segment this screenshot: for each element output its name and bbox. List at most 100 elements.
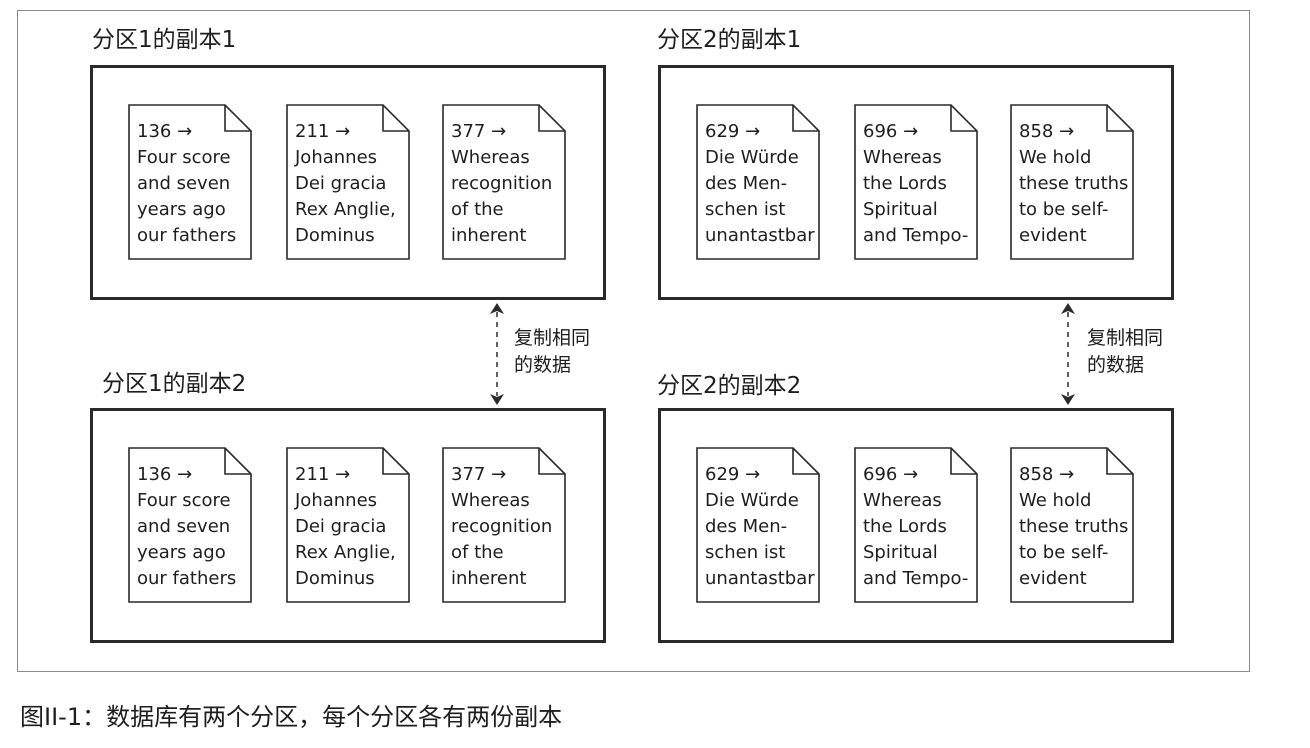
document-line: and Tempo- [863, 225, 969, 246]
replication-note-line: 的数据 [514, 354, 572, 376]
document-page-icon [442, 104, 566, 260]
document-line: of the [451, 542, 504, 563]
replication-note-line: 复制相同 [1087, 327, 1164, 349]
document-page-icon [1010, 447, 1134, 603]
document-key: 696 → [863, 121, 919, 142]
document-line: years ago [137, 199, 226, 220]
document-line: to be self- [1019, 199, 1109, 220]
document-line: Die Würde [705, 147, 799, 168]
document-key: 696 → [863, 464, 919, 485]
document-line: Dominus [295, 568, 375, 589]
document-line: the Lords [863, 516, 947, 537]
document-line: evident [1019, 225, 1087, 246]
document-line: and Tempo- [863, 568, 969, 589]
document-key: 211 → [295, 464, 351, 485]
figure-frame [17, 10, 1250, 672]
document-line: and seven [137, 173, 231, 194]
document-page-icon [1010, 104, 1134, 260]
document-line: these truths [1019, 173, 1129, 194]
document-line: evident [1019, 568, 1087, 589]
document-page-icon [696, 104, 820, 260]
document-page-icon [128, 104, 252, 260]
document-page-icon [854, 447, 978, 603]
replication-note-line: 的数据 [1087, 354, 1145, 376]
document-key: 211 → [295, 121, 351, 142]
document-line: schen ist [705, 199, 786, 220]
document-line: these truths [1019, 516, 1129, 537]
document-key: 629 → [705, 121, 761, 142]
document-line: Dominus [295, 225, 375, 246]
document-line: our fathers [137, 225, 237, 246]
document-line: schen ist [705, 542, 786, 563]
document-page-icon [286, 447, 410, 603]
replication-note: 复制相同的数据 [1087, 325, 1163, 379]
document-key: 377 → [451, 464, 507, 485]
replica-label: 分区2的副本1 [657, 27, 802, 53]
replica-label: 分区1的副本1 [92, 27, 237, 53]
document-line: our fathers [137, 568, 237, 589]
document-line: We hold [1019, 147, 1092, 168]
document-page-icon [854, 104, 978, 260]
document-line: inherent [451, 568, 527, 589]
document-line: recognition [451, 173, 553, 194]
document-line: Johannes [295, 147, 378, 168]
figure-caption: 图II-1：数据库有两个分区，每个分区各有两份副本 [20, 703, 563, 731]
document-key: 377 → [451, 121, 507, 142]
document-line: Rex Anglie, [295, 199, 396, 220]
replication-arrow-icon [490, 303, 504, 405]
document-text: 377 → Whereas recognition of the inherent [451, 119, 563, 249]
document: 377 → Whereas recognition of the inherent [442, 104, 567, 261]
document-line: Spiritual [863, 199, 938, 220]
document-key: 858 → [1019, 464, 1075, 485]
document-line: the Lords [863, 173, 947, 194]
document-page-icon [442, 447, 566, 603]
document-line: and seven [137, 516, 231, 537]
document-line: Rex Anglie, [295, 542, 396, 563]
replication-note-line: 复制相同 [514, 327, 591, 349]
document-line: Spiritual [863, 542, 938, 563]
document-page-icon [128, 447, 252, 603]
document-line: inherent [451, 225, 527, 246]
document-line: Whereas [451, 147, 530, 168]
document-line: Four score [137, 490, 231, 511]
document-key: 629 → [705, 464, 761, 485]
document-text: 858 → We hold these truths to be self-evide… [1019, 462, 1131, 592]
document-line: des Men- [705, 173, 788, 194]
replication-note: 复制相同的数据 [514, 325, 590, 379]
document-line: unantastbar [705, 568, 815, 589]
document-line: to be self- [1019, 542, 1109, 563]
replica-label: 分区1的副本2 [102, 371, 247, 397]
document-line: years ago [137, 542, 226, 563]
document-line: Dei gracia [295, 516, 387, 537]
replica-label: 分区2的副本2 [657, 373, 802, 399]
document-line: Whereas [451, 490, 530, 511]
document-key: 136 → [137, 121, 193, 142]
document-page-icon [696, 447, 820, 603]
document-line: We hold [1019, 490, 1092, 511]
document-line: of the [451, 199, 504, 220]
document-line: des Men- [705, 516, 788, 537]
